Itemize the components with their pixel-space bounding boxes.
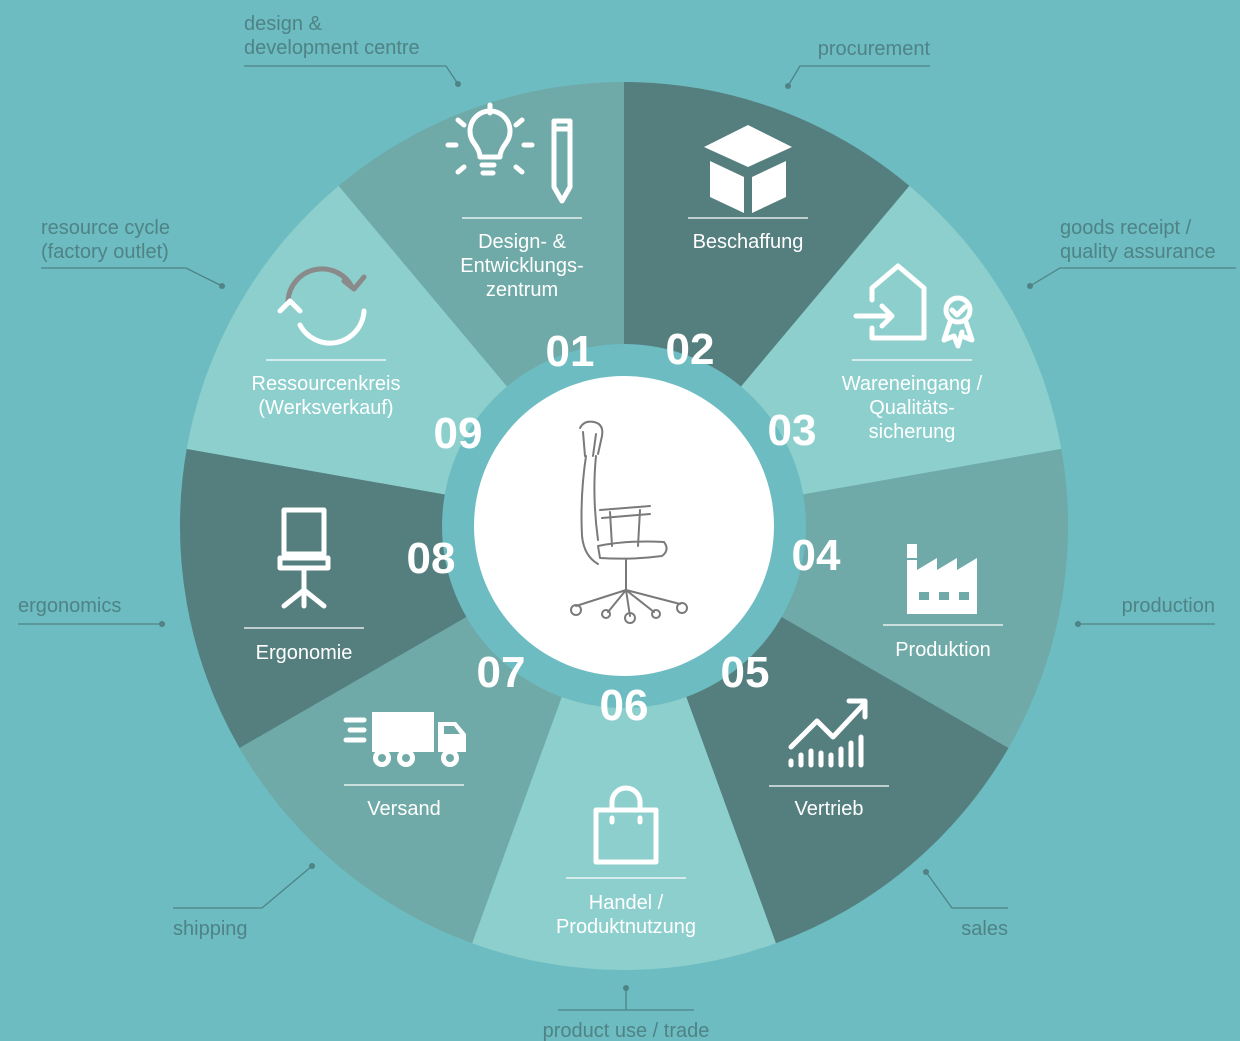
- segment-label-09: Ressourcenkreis: [252, 373, 401, 395]
- segment-number-01: 01: [546, 327, 595, 376]
- segment-number-07: 07: [477, 648, 526, 697]
- segment-label-01: Design- &: [478, 231, 566, 253]
- external-label-02: procurement: [818, 38, 931, 60]
- warehouse-certificate-icon: [853, 263, 975, 349]
- segment-number-05: 05: [721, 648, 770, 697]
- external-label-01: design &: [244, 13, 322, 35]
- segment-label-03: sicherung: [869, 421, 956, 443]
- box-icon: [704, 125, 792, 213]
- leader-line-02: [787, 65, 930, 87]
- external-label-03: goods receipt /: [1060, 217, 1192, 239]
- segment-label-06: Produktnutzung: [556, 916, 696, 938]
- leader-line-05: [925, 871, 1008, 909]
- external-label-05: sales: [961, 918, 1008, 940]
- segment-label-09: (Werksverkauf): [258, 397, 393, 419]
- leader-dot-06: [623, 985, 629, 991]
- external-label-09: resource cycle: [41, 217, 170, 239]
- segment-label-03: Wareneingang /: [842, 373, 983, 395]
- leader-line-03: [1029, 267, 1236, 287]
- leader-dot-04: [1075, 621, 1081, 627]
- segment-label-06: Handel /: [589, 892, 664, 914]
- segment-number-02: 02: [666, 325, 715, 374]
- external-label-01: development centre: [244, 37, 420, 59]
- segment-label-01: Entwicklungs-: [460, 255, 583, 277]
- lightbulb-pencil-icon: [445, 102, 573, 204]
- segment-number-03: 03: [768, 406, 817, 455]
- chair-icon: [277, 507, 331, 609]
- segment-label-01: zentrum: [486, 279, 558, 301]
- segment-label-04: Produktion: [895, 639, 991, 661]
- segment-label-08: Ergonomie: [256, 642, 353, 664]
- leader-dot-09: [219, 283, 225, 289]
- center-circle: [474, 376, 774, 676]
- leader-line-07: [173, 865, 313, 909]
- external-label-04: production: [1122, 595, 1215, 617]
- segment-06: [472, 526, 776, 970]
- external-label-03: quality assurance: [1060, 241, 1216, 263]
- segment-number-08: 08: [407, 534, 456, 583]
- segment-label-03: Qualitäts-: [869, 397, 955, 419]
- growth-chart-icon: [788, 698, 868, 768]
- leader-dot-08: [159, 621, 165, 627]
- leader-dot-03: [1027, 283, 1033, 289]
- leader-line-09: [41, 267, 223, 287]
- leader-dot-05: [923, 869, 929, 875]
- external-label-09: (factory outlet): [41, 241, 169, 263]
- leader-line-06: [558, 988, 694, 1011]
- office-chair-icon: [570, 420, 688, 624]
- segment-label-05: Vertrieb: [795, 798, 864, 820]
- recycle-arrows-icon: [277, 266, 367, 346]
- segment-number-06: 06: [600, 681, 649, 730]
- leader-dot-07: [309, 863, 315, 869]
- segment-number-04: 04: [792, 531, 841, 580]
- external-label-07: shipping: [173, 918, 248, 940]
- leader-line-01: [244, 65, 459, 85]
- external-label-08: ergonomics: [18, 595, 121, 617]
- shopping-bag-icon: [593, 785, 659, 865]
- leader-dot-02: [785, 83, 791, 89]
- segment-label-07: Versand: [367, 798, 440, 820]
- segment-label-02: Beschaffung: [693, 231, 804, 253]
- factory-icon: [907, 544, 977, 614]
- segment-number-09: 09: [434, 409, 483, 458]
- leader-dot-01: [455, 81, 461, 87]
- external-label-06: product use / trade: [543, 1020, 710, 1041]
- truck-icon: [343, 712, 466, 767]
